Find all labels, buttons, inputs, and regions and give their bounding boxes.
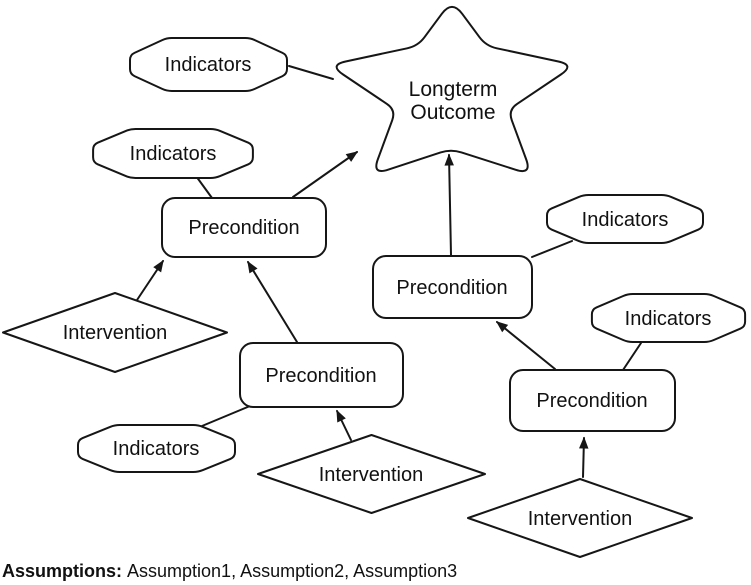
indicators-shape (590, 293, 747, 343)
indicators-shape (92, 128, 254, 179)
connector-precondition3-to-precondition1-arrow (247, 260, 298, 343)
precondition-shape (239, 342, 404, 408)
star-shape (335, 5, 569, 173)
connector-indicators1-to-star (288, 65, 334, 80)
precondition-label: Precondition (396, 277, 507, 299)
precondition-shape (509, 369, 676, 432)
node-indicators-2: Indicators (92, 128, 254, 179)
intervention-shape (257, 434, 486, 514)
connector-precondition1-to-star-arrow (292, 151, 359, 198)
indicators-label: Indicators (165, 54, 252, 76)
indicators-label: Indicators (113, 438, 200, 460)
indicators-shape (545, 194, 705, 244)
intervention-shape (2, 292, 228, 373)
indicators-shape (77, 424, 236, 473)
node-intervention-1: Intervention (2, 292, 228, 373)
node-precondition-4: Precondition (509, 369, 676, 432)
precondition-shape (161, 197, 327, 258)
node-precondition-3: Precondition (239, 342, 404, 408)
assumptions-label: Assumptions: (2, 561, 123, 581)
precondition-shape (372, 255, 533, 319)
node-intervention-2: Intervention (257, 434, 486, 514)
precondition-label: Precondition (536, 390, 647, 412)
indicators-shape (129, 37, 288, 92)
connector-indicators3-to-precondition3 (201, 405, 251, 427)
node-precondition-2: Precondition (372, 255, 533, 319)
indicators-label: Indicators (625, 308, 712, 330)
connector-indicators2-to-precondition1 (195, 175, 213, 199)
connectors (134, 65, 642, 478)
indicators-label: Indicators (582, 209, 669, 231)
connector-precondition2-to-star-arrow (444, 153, 454, 256)
connector-intervention2-to-precondition3-arrow (336, 409, 352, 441)
node-intervention-3: Intervention (467, 478, 693, 558)
intervention-label: Intervention (319, 464, 424, 486)
node-indicators-5: Indicators (590, 293, 747, 343)
precondition-label: Precondition (265, 365, 376, 387)
intervention-label: Intervention (528, 508, 633, 530)
node-indicators-3: Indicators (77, 424, 236, 473)
node-precondition-1: Precondition (161, 197, 327, 258)
connector-precondition4-to-precondition2-arrow (495, 321, 556, 370)
connector-intervention3-to-precondition4-arrow (578, 436, 589, 478)
longterm-outcome-label-line2: Outcome (410, 101, 495, 124)
assumptions-caption: Assumptions:Assumption1, Assumption2, As… (2, 561, 457, 582)
assumptions-list: Assumption1, Assumption2, Assumption3 (127, 561, 458, 581)
intervention-label: Intervention (63, 322, 168, 344)
connector-indicators4-to-precondition2 (531, 240, 573, 258)
intervention-shape (467, 478, 693, 558)
precondition-label: Precondition (188, 217, 299, 239)
longterm-outcome-label-line1: Longterm (409, 78, 498, 101)
node-indicators-4: Indicators (545, 194, 705, 244)
connector-indicators5-to-precondition4 (622, 342, 642, 371)
node-longterm-outcome: Longterm Outcome (335, 5, 569, 173)
connector-intervention1-to-precondition1-arrow (134, 259, 164, 304)
indicators-label: Indicators (130, 143, 217, 165)
node-indicators-1: Indicators (129, 37, 288, 92)
